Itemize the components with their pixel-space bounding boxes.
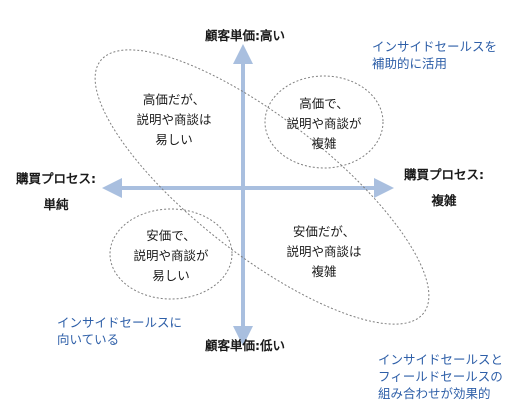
- axis-right-label: 購買プロセス: 複雑: [396, 165, 492, 211]
- axis-right-label-line1: 購買プロセス:: [404, 167, 484, 182]
- quadrant-top-left-text: 高価だが、 説明や商談は 易しい: [119, 90, 229, 150]
- quadrant-top-right-line1: 高価で、: [299, 96, 349, 111]
- quadrant-top-left-line3: 易しい: [155, 132, 193, 147]
- annotation-bottom-right-line1: インサイドセールスと: [378, 352, 504, 367]
- quadrant-top-left-line1: 高価だが、: [142, 92, 206, 107]
- annotation-top-right-line1: インサイドセールスを: [372, 39, 498, 54]
- annotation-bottom-left: インサイドセールスに 向いている: [57, 314, 182, 348]
- axis-bottom-label: 顧客単価:低い: [205, 338, 285, 353]
- diagonal-ellipse: [94, 49, 430, 325]
- quadrant-top-right-line3: 複雑: [311, 136, 337, 151]
- axis-left-label-line1: 購買プロセス:: [16, 171, 96, 186]
- annotation-bottom-left-line1: インサイドセールスに: [57, 315, 183, 330]
- axis-left-label: 購買プロセス: 単純: [8, 169, 104, 215]
- quadrant-bottom-left-line3: 易しい: [152, 268, 190, 283]
- annotation-bottom-right-line2: フィールドセールスの: [378, 369, 503, 384]
- annotation-bottom-left-line2: 向いている: [57, 332, 120, 347]
- quadrant-top-left-line2: 説明や商談は: [136, 112, 212, 127]
- quadrant-bottom-right-line1: 安価だが、: [292, 224, 356, 239]
- quadrant-bottom-right-line3: 複雑: [311, 264, 337, 279]
- quadrant-top-right-line2: 説明や商談が: [286, 116, 362, 131]
- quadrant-bottom-left-line2: 説明や商談が: [133, 248, 209, 263]
- annotation-top-right-line2: 補助的に活用: [372, 56, 448, 71]
- quadrant-bottom-left-text: 安価で、 説明や商談が 易しい: [116, 226, 226, 286]
- axis-right-label-line2: 複雑: [431, 193, 457, 208]
- quadrant-bottom-right-line2: 説明や商談は: [286, 244, 362, 259]
- top-right-ellipse: [264, 75, 384, 169]
- quadrant-bottom-right-text: 安価だが、 説明や商談は 複雑: [269, 222, 379, 282]
- axis-top-label: 顧客単価:高い: [205, 28, 285, 43]
- annotation-bottom-right-line3: 組み合わせが効果的: [378, 386, 491, 401]
- axis-left-label-line2: 単純: [43, 197, 69, 212]
- quadrant-top-right-text: 高価で、 説明や商談が 複雑: [269, 94, 379, 154]
- annotation-bottom-right: インサイドセールスと フィールドセールスの 組み合わせが効果的: [378, 351, 503, 402]
- bottom-left-ellipse: [109, 208, 233, 300]
- annotation-top-right: インサイドセールスを 補助的に活用: [372, 38, 497, 72]
- quadrant-bottom-left-line1: 安価で、: [146, 228, 196, 243]
